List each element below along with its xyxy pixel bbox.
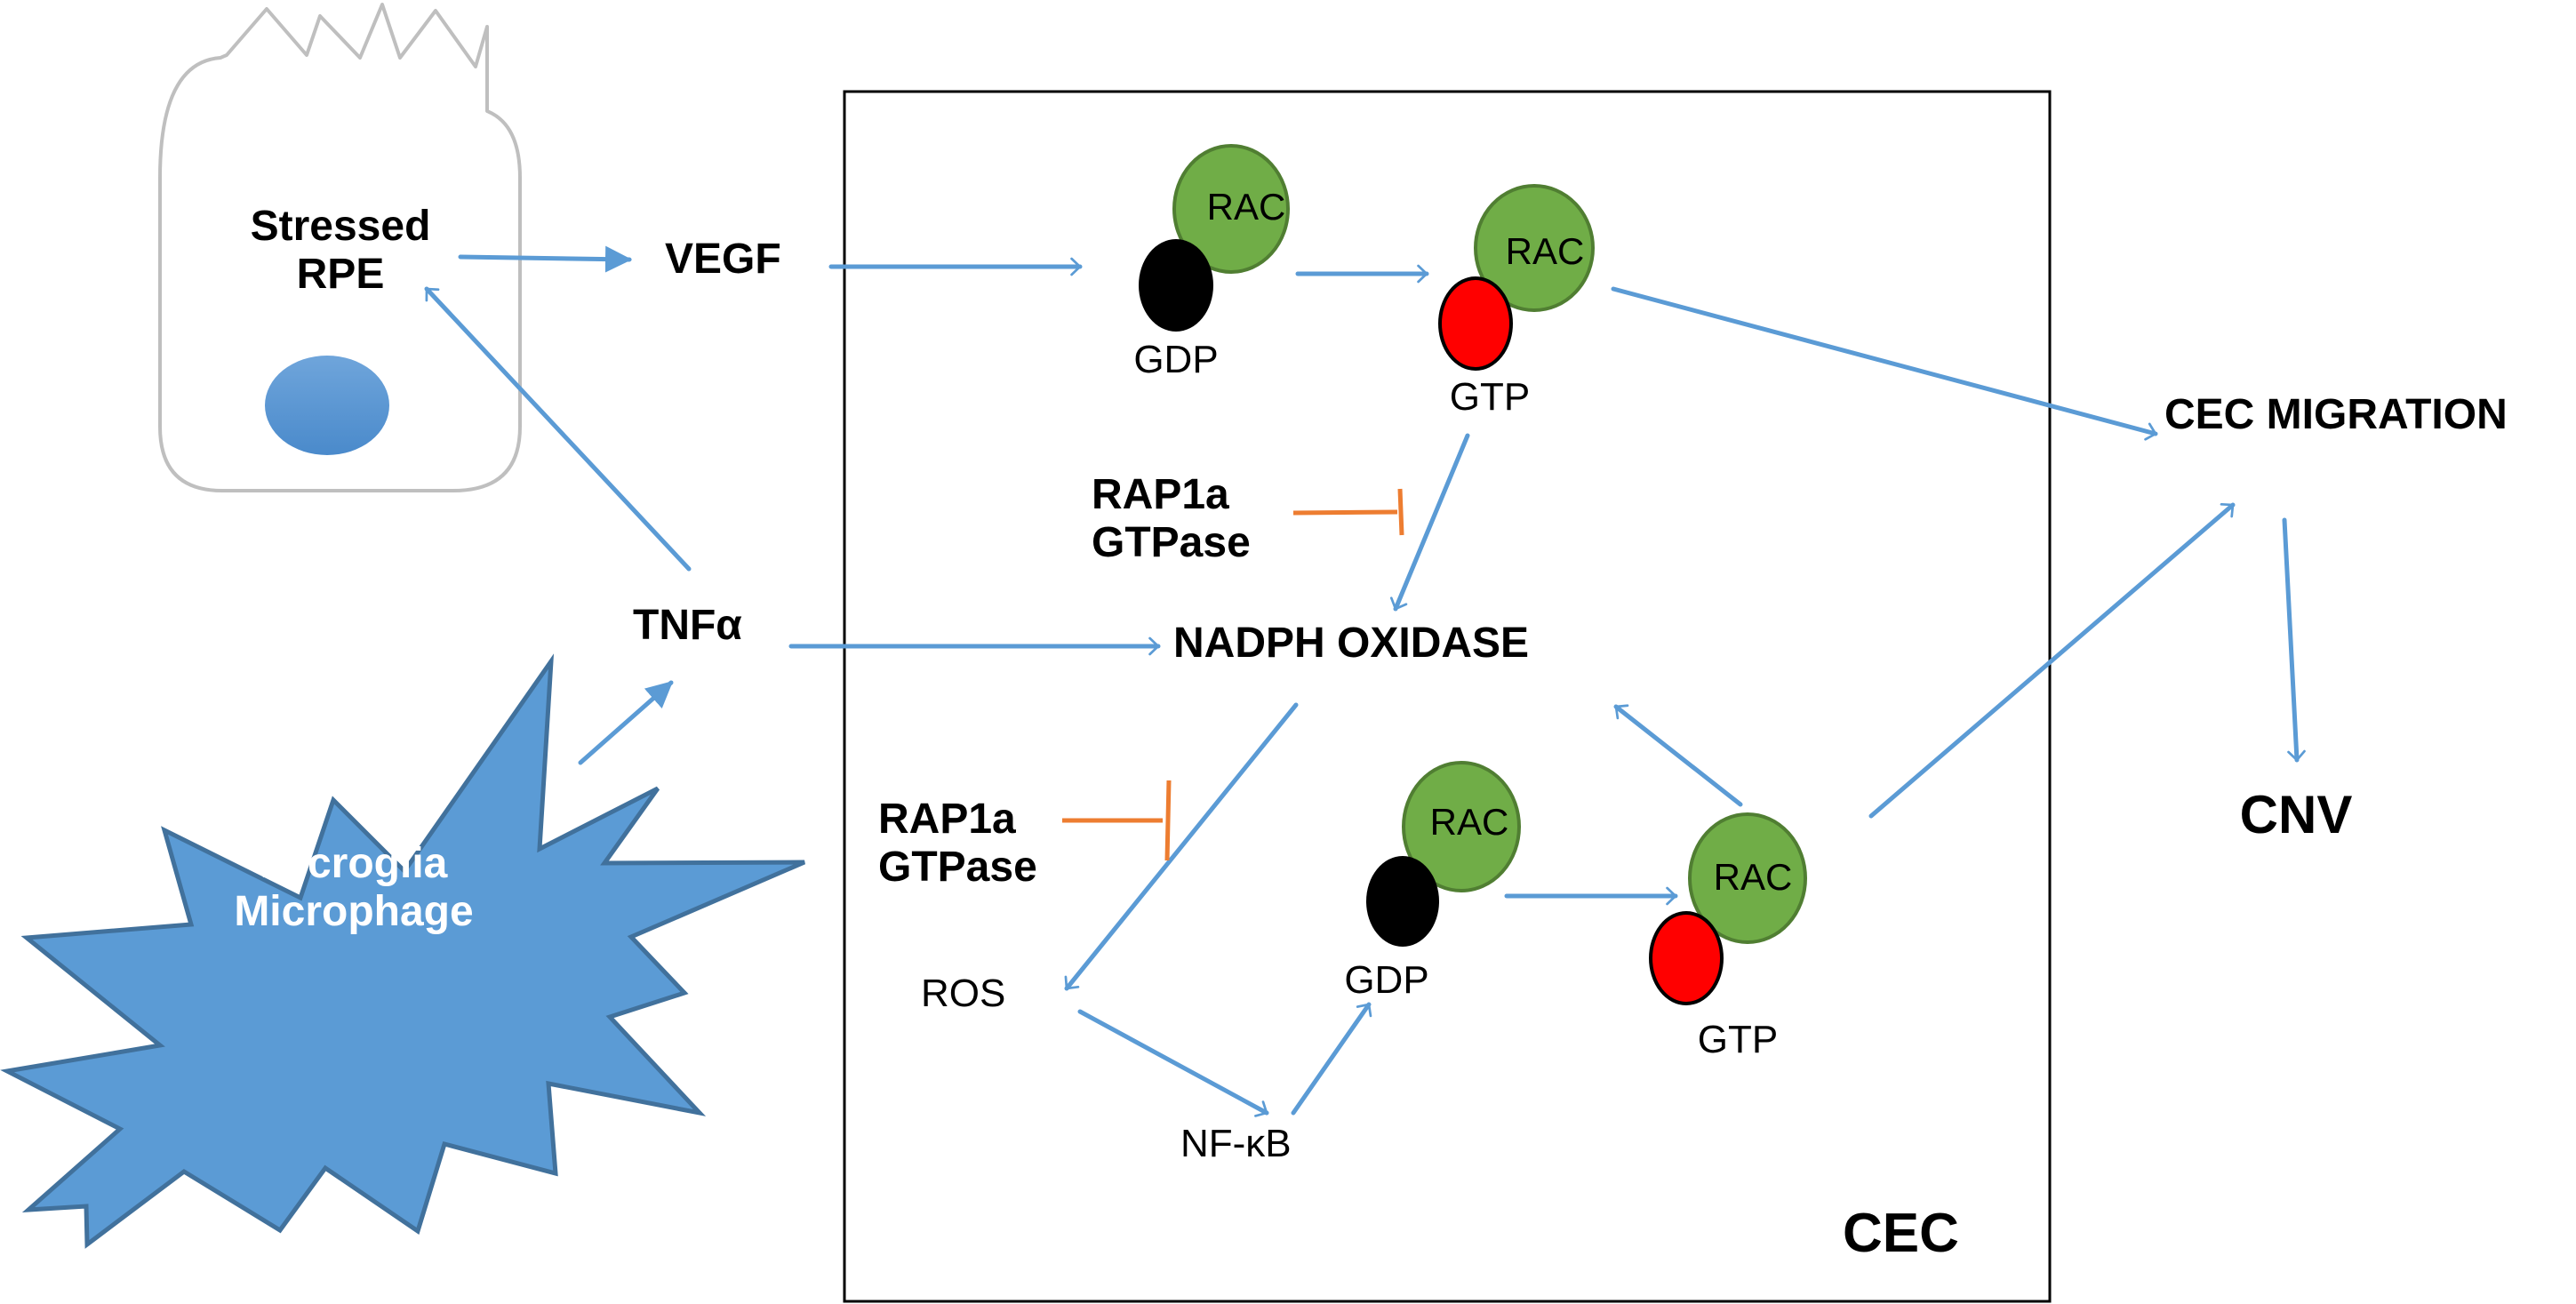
ros-label: ROS (921, 972, 1006, 1015)
gtp-nucleotide (1438, 276, 1513, 371)
gtpase-label: GTPase (878, 843, 1037, 891)
inhibition-bar-1 (1397, 488, 1404, 536)
rac-protein (1688, 812, 1807, 944)
rac-protein (1474, 184, 1595, 312)
gdp-nucleotide (1139, 239, 1213, 332)
rac-label-2: RAC (1505, 230, 1585, 272)
tnfa-label: TNFα (633, 602, 742, 649)
vegf-label: VEGF (665, 236, 781, 283)
cec-migration-label: CEC MIGRATION (2164, 391, 2508, 438)
gdp-label-1: GDP (1133, 338, 1219, 381)
cec-box-label: CEC (1843, 1203, 1959, 1264)
rac-protein (1402, 761, 1521, 892)
inhibition-line-1 (1292, 509, 1398, 516)
rpe-cell-outline (158, 3, 522, 492)
rap1a-inhibitor-2: RAP1a GTPase (878, 796, 1037, 892)
arrow-tnfa-to-rpe (424, 286, 692, 572)
inhibition-bar-2 (1164, 780, 1172, 861)
arrow-ros-to-nfkb (1077, 1009, 1269, 1117)
rac-protein (1172, 144, 1290, 274)
arrow-rac-gtp2-to-migration (1868, 502, 2236, 819)
rpe-label-line2: RPE (296, 250, 385, 298)
rap1a-inhibitor-1: RAP1a GTPase (1092, 471, 1251, 567)
microglia-label: Microglia Microphage (234, 840, 473, 936)
rac-complex-1 (1139, 144, 1290, 332)
gdp-nucleotide (1366, 856, 1439, 947)
rac-label-3: RAC (1429, 801, 1509, 843)
arrow-rac-gtp2-to-nadph (1613, 704, 1743, 807)
rac-complex-3 (1366, 761, 1521, 947)
arrow-migration-to-cnv (2282, 517, 2306, 763)
gtp-nucleotide (1649, 911, 1724, 1005)
microglia-starburst (0, 653, 805, 1249)
rpe-cell-label: Stressed RPE (251, 203, 431, 299)
rpe-nucleus (265, 356, 389, 455)
arrow-rac-gtp-to-nadph (1389, 433, 1470, 612)
gdp-label-2: GDP (1344, 958, 1429, 1002)
rac-label-1: RAC (1206, 186, 1286, 228)
gtp-label-2: GTP (1697, 1018, 1779, 1061)
gtpase-label: GTPase (1092, 518, 1251, 566)
rap1a-label: RAP1a (878, 796, 1016, 843)
arrow-rpe-to-vegf (458, 245, 632, 273)
rap1a-label: RAP1a (1092, 471, 1229, 518)
rac-complex-2 (1438, 184, 1595, 371)
microglia-label-line2: Microphage (234, 887, 474, 935)
arrow-nadph-to-ros (1064, 702, 1299, 991)
nadph-oxidase-label: NADPH OXIDASE (1173, 620, 1530, 667)
nfkb-label: NF-κB (1180, 1122, 1292, 1165)
rac-label-4: RAC (1713, 856, 1793, 898)
cnv-label: CNV (2239, 785, 2353, 844)
microglia-label-line1: Microglia (260, 840, 448, 887)
gtp-label-1: GTP (1449, 375, 1531, 419)
arrow-microglia-to-tnfa (578, 680, 674, 765)
arrow-rac-gtp-to-migration (1611, 286, 2158, 441)
rpe-label-line1: Stressed (250, 203, 431, 250)
rac-complex-4 (1649, 812, 1807, 1005)
cec-box (843, 90, 2052, 1303)
arrow-nfkb-to-rac-gdp (1291, 1002, 1372, 1116)
